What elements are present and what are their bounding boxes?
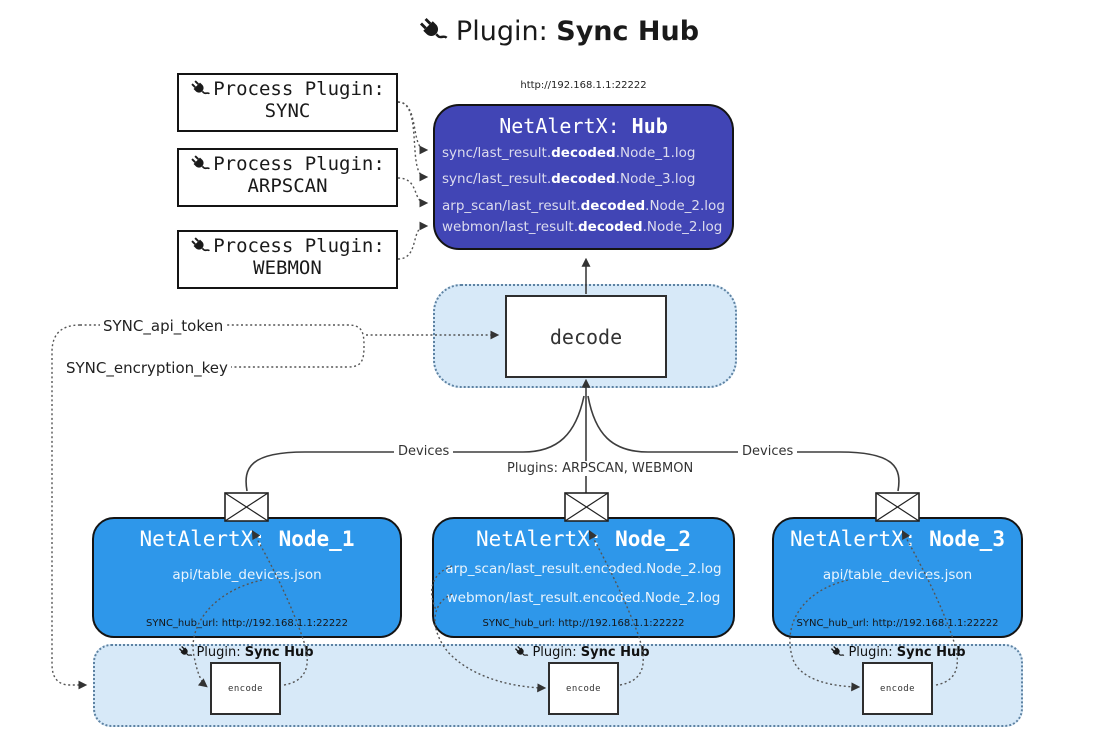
plug-icon — [514, 645, 529, 660]
node-title: NetAlertX: Node_2 — [476, 527, 691, 551]
process-plugin-label: Process Plugin: — [213, 235, 385, 257]
process-plugin-label: Process Plugin: — [213, 78, 385, 100]
node-file: arp_scan/last_result.encoded.Node_2.log — [445, 561, 722, 577]
page-title-text: Plugin: Sync Hub — [455, 16, 700, 47]
node-file: webmon/last_result.encoded.Node_2.log — [446, 590, 721, 606]
node-file: api/table_devices.json — [822, 567, 973, 583]
encoder-label: Plugin: Sync Hub — [178, 645, 314, 660]
process-plugin-name: ARPSCAN — [247, 175, 328, 197]
plug-icon — [190, 236, 211, 257]
node-hub-url: SYNC_hub_url: http://192.168.1.1:22222 — [146, 618, 348, 629]
plug-icon — [178, 645, 193, 660]
hub-title: NetAlertX: Hub — [499, 114, 668, 138]
process-plugin-box-sync: Process Plugin: SYNC — [177, 73, 398, 132]
hub-log-file: sync/last_result.decoded.Node_3.log — [442, 171, 696, 187]
process-plugin-box-webmon: Process Plugin: WEBMON — [177, 230, 398, 289]
process-plugin-label: Process Plugin: — [213, 153, 385, 175]
plug-icon — [418, 16, 449, 47]
node-title: NetAlertX: Node_1 — [139, 527, 355, 551]
encoder-label: Plugin: Sync Hub — [514, 645, 650, 660]
process-plugin-box-arpscan: Process Plugin: ARPSCAN — [177, 148, 398, 207]
process-plugin-name: WEBMON — [253, 257, 322, 279]
plug-icon — [190, 79, 211, 100]
encoder-label: Plugin: Sync Hub — [830, 645, 966, 660]
encode-box: encode — [210, 662, 281, 715]
hub-log-file: webmon/last_result.decoded.Node_2.log — [442, 219, 723, 235]
process-plugin-name: SYNC — [264, 100, 311, 122]
hub-log-file: arp_scan/last_result.decoded.Node_2.log — [442, 198, 725, 214]
hub-log-file: sync/last_result.decoded.Node_1.log — [442, 145, 696, 161]
page-title: Plugin: Sync Hub — [0, 16, 1117, 54]
encode-box: encode — [862, 662, 933, 715]
node-file: api/table_devices.json — [172, 567, 322, 583]
node-title: NetAlertX: Node_3 — [790, 527, 1005, 551]
hub-url: http://192.168.1.1:22222 — [520, 80, 647, 91]
plug-icon — [190, 154, 211, 175]
node-box-node1: NetAlertX: Node_1 api/table_devices.json… — [92, 517, 402, 638]
node-box-node3: NetAlertX: Node_3 api/table_devices.json… — [772, 517, 1023, 638]
encode-box: encode — [548, 662, 619, 715]
node-box-node2: NetAlertX: Node_2 arp_scan/last_result.e… — [432, 517, 735, 638]
node-hub-url: SYNC_hub_url: http://192.168.1.1:22222 — [796, 618, 999, 629]
node-hub-url: SYNC_hub_url: http://192.168.1.1:22222 — [482, 618, 685, 629]
hub-box: NetAlertX: Hub sync/last_result.decoded.… — [433, 104, 734, 250]
plug-icon — [830, 645, 845, 660]
decode-box: decode — [505, 295, 667, 378]
